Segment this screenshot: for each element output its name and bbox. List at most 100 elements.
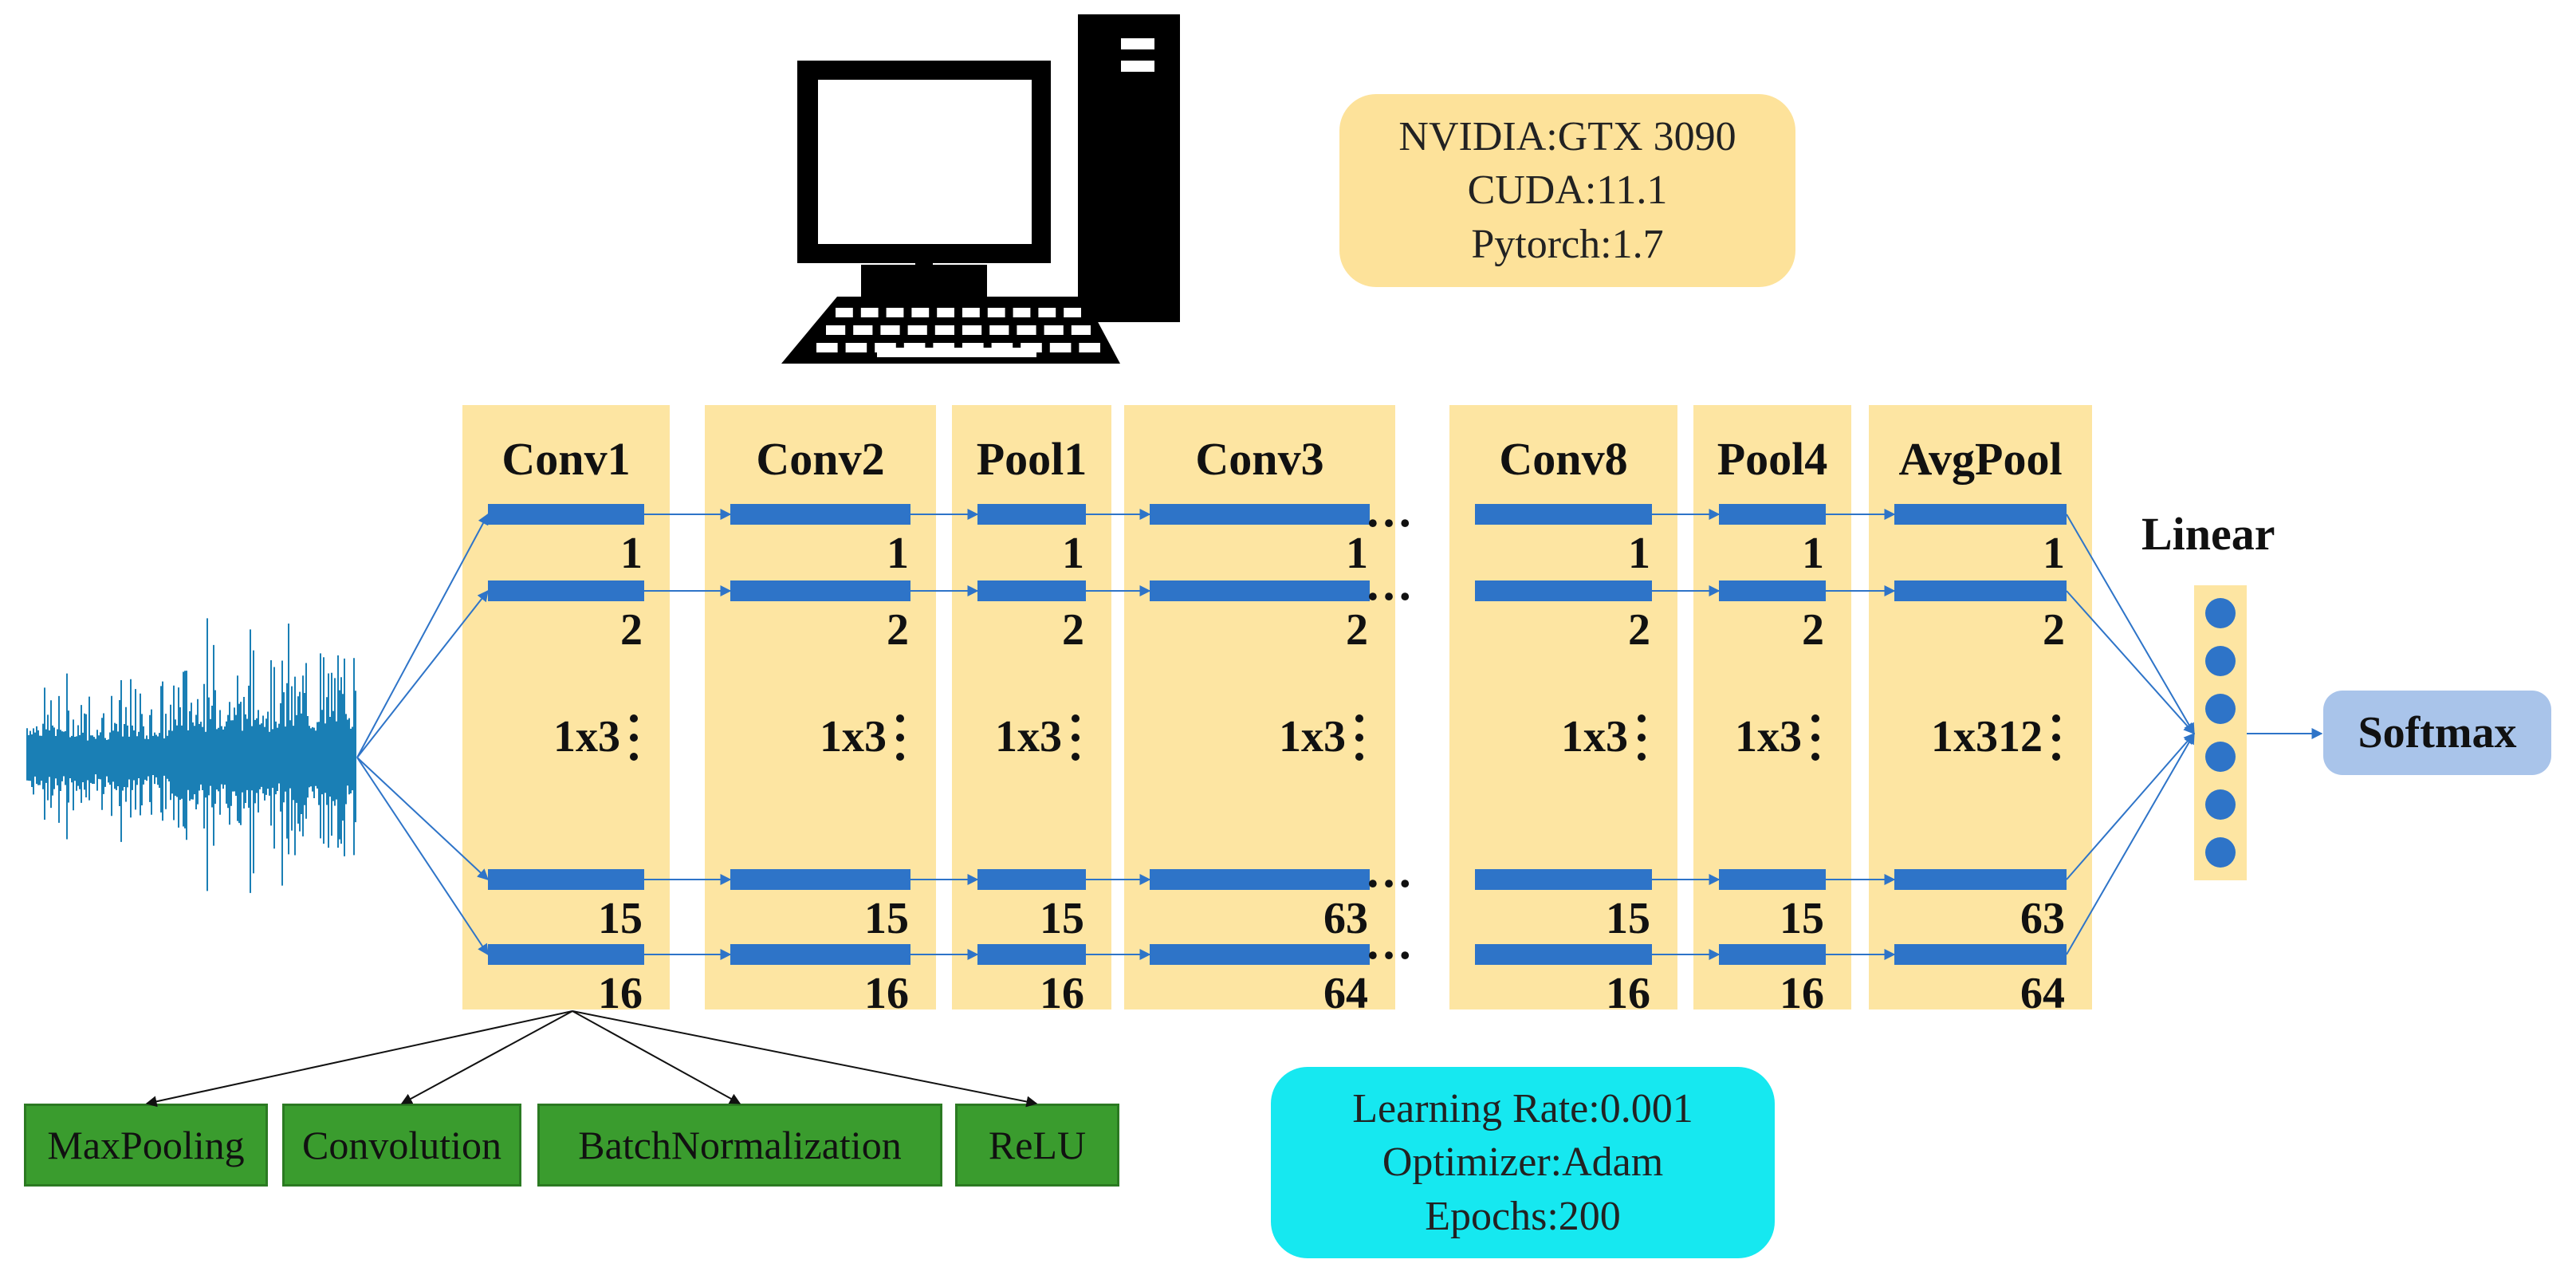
channel-index: 15: [598, 894, 643, 943]
channel-bar: [488, 580, 644, 601]
vertical-ellipsis: [1072, 714, 1080, 772]
hardware-info-box: NVIDIA:GTX 3090 CUDA:11.1 Pytorch:1.7: [1339, 94, 1795, 287]
channel-bar: [1150, 944, 1370, 965]
vertical-ellipsis: [1355, 714, 1363, 772]
layer-title: AvgPool: [1898, 433, 2063, 485]
channel-bar: [1894, 944, 2067, 965]
linear-node: [2205, 837, 2236, 868]
optimizer-label: Optimizer:Adam: [1382, 1139, 1664, 1186]
channel-bar: [488, 504, 644, 525]
channel-index: 63: [1323, 894, 1368, 943]
channel-index: 64: [1323, 969, 1368, 1018]
layer-title: Conv8: [1499, 433, 1628, 485]
channel-index: 63: [2020, 894, 2065, 943]
channel-bar: [730, 504, 910, 525]
kernel-size: 1x312: [1931, 712, 2043, 762]
linear-label: Linear: [2141, 508, 2275, 560]
channel-bar: [977, 580, 1086, 601]
channel-bar: [977, 944, 1086, 965]
framework-label: Pytorch:1.7: [1471, 221, 1664, 267]
op-edge: [400, 1010, 573, 1104]
channel-index: 15: [864, 894, 909, 943]
linear-node: [2205, 598, 2236, 628]
channel-index: 15: [1606, 894, 1650, 943]
channel-bar: [1719, 869, 1826, 890]
cuda-label: CUDA:11.1: [1467, 167, 1668, 214]
channel-index: 2: [1628, 605, 1650, 655]
channel-index: 2: [620, 605, 643, 655]
channel-index: 16: [1040, 969, 1084, 1018]
linear-layer: [2194, 585, 2247, 880]
channel-bar: [1475, 944, 1652, 965]
channel-index: 1: [1802, 529, 1824, 578]
softmax-box: Softmax: [2323, 691, 2551, 775]
vertical-ellipsis: [630, 714, 638, 772]
linear-node: [2205, 742, 2236, 772]
linear-node: [2205, 646, 2236, 676]
channel-index: 1: [887, 529, 909, 578]
channel-index: 1: [1628, 529, 1650, 578]
op-relu: ReLU: [955, 1104, 1119, 1187]
layer-conv3: Conv3 1 2 63 64 1x3: [1124, 405, 1395, 1016]
gap-dots-row2: …: [1365, 557, 1416, 610]
channel-index: 2: [887, 605, 909, 655]
channel-index: 64: [2020, 969, 2065, 1018]
channel-bar: [1894, 580, 2067, 601]
channel-index: 1: [2043, 529, 2065, 578]
channel-index: 1: [1062, 529, 1084, 578]
channel-bar: [730, 944, 910, 965]
kernel-size: 1x3: [1735, 712, 1802, 762]
channel-bar: [488, 869, 644, 890]
kernel-size: 1x3: [553, 712, 620, 762]
kernel-size: 1x3: [820, 712, 887, 762]
channel-index: 2: [1802, 605, 1824, 655]
epochs-label: Epochs:200: [1425, 1193, 1621, 1239]
gap-dots-row15: …: [1365, 844, 1416, 897]
channel-bar: [1475, 504, 1652, 525]
channel-index: 2: [1346, 605, 1368, 655]
channel-bar: [1150, 580, 1370, 601]
op-edge: [572, 1010, 741, 1104]
gap-dots-row1: …: [1365, 484, 1416, 537]
op-convolution: Convolution: [282, 1104, 521, 1187]
channel-bar: [1894, 869, 2067, 890]
op-batchnormalization: BatchNormalization: [537, 1104, 942, 1187]
channel-index: 16: [864, 969, 909, 1018]
channel-index: 16: [1780, 969, 1824, 1018]
waveform-icon: [26, 618, 356, 893]
op-maxpooling: MaxPooling: [24, 1104, 268, 1187]
channel-index: 16: [1606, 969, 1650, 1018]
vertical-ellipsis: [2052, 714, 2060, 772]
channel-index: 1: [1346, 529, 1368, 578]
channel-bar: [1719, 580, 1826, 601]
training-info-box: Learning Rate:0.001 Optimizer:Adam Epoch…: [1271, 1067, 1775, 1258]
kernel-size: 1x3: [1279, 712, 1346, 762]
channel-index: 15: [1780, 894, 1824, 943]
channel-bar: [1150, 504, 1370, 525]
channel-bar: [730, 869, 910, 890]
gap-dots-row16: …: [1365, 916, 1416, 969]
layer-title: Conv1: [501, 433, 631, 485]
linear-node: [2205, 694, 2236, 724]
channel-bar: [977, 504, 1086, 525]
vertical-ellipsis: [1638, 714, 1646, 772]
kernel-size: 1x3: [995, 712, 1062, 762]
op-edge: [145, 1010, 573, 1108]
vertical-ellipsis: [896, 714, 904, 772]
layer-title: Conv3: [1195, 433, 1324, 485]
channel-bar: [1475, 580, 1652, 601]
channel-bar: [1719, 944, 1826, 965]
channel-index: 16: [598, 969, 643, 1018]
linear-node: [2205, 789, 2236, 820]
channel-bar: [977, 869, 1086, 890]
channel-bar: [488, 944, 644, 965]
channel-bar: [1475, 869, 1652, 890]
channel-bar: [730, 580, 910, 601]
channel-bar: [1894, 504, 2067, 525]
